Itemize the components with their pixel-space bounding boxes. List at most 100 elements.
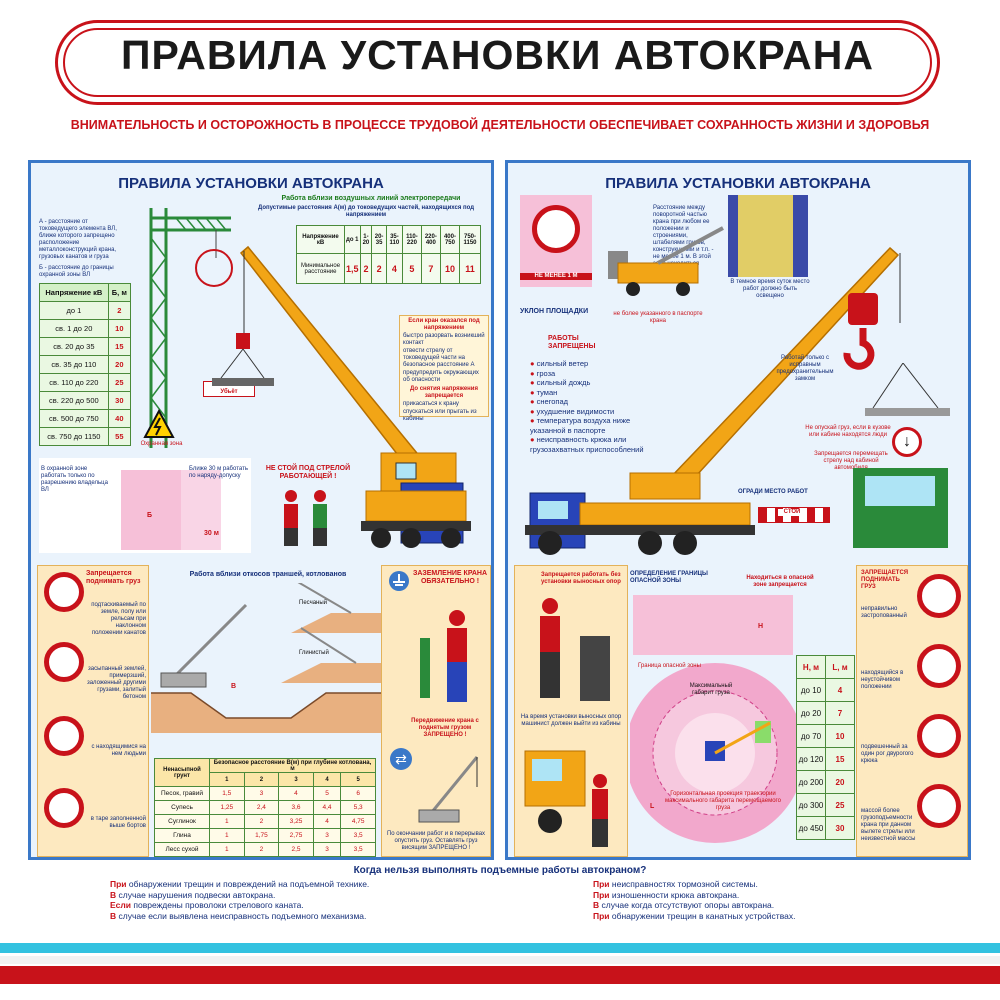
crane-hook-icon <box>843 293 878 370</box>
lift-forbid-title: Запрещается поднимать груз <box>86 570 141 585</box>
hl-header-h: H, м <box>796 655 826 679</box>
do-not-stand-warning: НЕ СТОЙ ПОД СТРЕЛОЙ РАБОТАЮЩЕЙ ! <box>265 465 351 480</box>
forbidden-works-title: РАБОТЫ ЗАПРЕЩЕНЫ <box>548 335 596 350</box>
table-cell: Супесь <box>154 800 210 815</box>
lift-forbid-column: Запрещается поднимать груз подтаскиваемы… <box>37 565 149 857</box>
projection-label: Горизонтальная проекция траектории макси… <box>665 791 781 811</box>
danger-zone-pink <box>633 595 793 655</box>
outriggers-column: Запрещается работать без установки вынос… <box>514 565 628 857</box>
right-panel-title: ПРАВИЛА УСТАНОВКИ АВТОКРАНА <box>605 175 871 192</box>
lift-forbid-item-1: подтаскиваемый по земле, полу или рельса… <box>91 602 146 636</box>
dimension-v: В <box>231 683 237 690</box>
zone-note-owner: В охранной зоне работать только по разре… <box>41 466 108 493</box>
right-lift-forbid-column: ЗАПРЕЩАЕТСЯ ПОДНИМАТЬ ГРУЗ неправильно з… <box>856 565 968 857</box>
crane-cab-workers-illustration <box>524 750 608 847</box>
soil-table-header-soil: Ненасыпной грунт <box>154 758 210 787</box>
table-cell: 2,5 <box>278 842 314 857</box>
table-cell: до 300 <box>796 793 826 817</box>
table-cell: до 10 <box>796 678 826 702</box>
list-item-lead: При <box>593 910 610 921</box>
list-item: При неисправностях тормозной системы. <box>593 879 973 890</box>
table-cell: св. 1 до 20 <box>39 319 109 338</box>
note-b: Б - расстояние до границы охранной зоны … <box>39 265 114 278</box>
list-item-lead: В <box>110 889 117 900</box>
move-with-load-forbidden: Передвижение крана с поднятым грузом ЗАП… <box>411 718 479 738</box>
table-cell: Суглинок <box>154 814 210 829</box>
voltage-warning-box: Если кран оказался под напряжением быстр… <box>399 315 489 422</box>
table-cell: 5,3 <box>340 800 376 815</box>
list-item: При обнаружении трещин и повреждений на … <box>110 879 490 890</box>
warning-item-3: предупредить окружающих об опасности <box>403 370 479 383</box>
table-cell: 4 <box>312 772 342 787</box>
table-cell: 4 <box>385 253 404 284</box>
table-cell: 2,4 <box>243 800 280 815</box>
table-cell: 7 <box>825 701 855 725</box>
small-crane-illustration <box>418 756 479 823</box>
lift-forbid-item-2: засыпанный землей, примерзший, заложенны… <box>86 666 146 700</box>
table-cell: св. 20 до 35 <box>39 337 109 356</box>
warning-item-1: быстро разорвать возникший контакт <box>403 333 485 346</box>
list-item: При изношенности крюка автокрана. <box>593 890 973 901</box>
table-cell: до 20 <box>796 701 826 725</box>
no-lower-over-people: Не опускай груз, если в кузове или кабин… <box>805 425 891 438</box>
list-item: ● сильный ветер <box>530 359 589 368</box>
table-cell: 55 <box>107 427 132 446</box>
list-item: Если повреждены проволоки стрелового кан… <box>110 900 490 911</box>
forbidden-works-list: ● сильный ветер ● гроза ● сильный дождь … <box>530 359 650 454</box>
soil-clay-label: Глинистый <box>299 650 329 656</box>
zone-boundary-label: Граница опасной зоны <box>638 663 701 669</box>
page-subtitle: ВНИМАТЕЛЬНОСТЬ И ОСТОРОЖНОСТЬ В ПРОЦЕССЕ… <box>70 118 930 132</box>
truck-crane-illustration <box>212 245 471 548</box>
warning-item-2: отвести стрелу от токоведущей части на б… <box>403 348 475 368</box>
table-cell: 2,75 <box>278 828 314 843</box>
list-item: В случае нарушения подвески автокрана. <box>110 890 490 901</box>
left-panel: ПРАВИЛА УСТАНОВКИ АВТОКРАНА А - расстоян… <box>28 160 494 860</box>
table-cell: до 70 <box>796 724 826 748</box>
table-cell: 4,75 <box>340 814 376 829</box>
right-lift-item-3: подвешенный за один рог двурогого крюка <box>861 744 914 764</box>
dimension-l: L <box>650 803 655 810</box>
danger-zone-circle-diagram <box>630 663 800 843</box>
table-cell: 3 <box>312 842 342 857</box>
table-cell: 10 <box>825 724 855 748</box>
right-lift-forbid-title: ЗАПРЕЩАЕТСЯ ПОДНИМАТЬ ГРУЗ <box>861 570 909 590</box>
zone-right-pink <box>181 470 221 550</box>
table-cell: 1 <box>209 842 245 857</box>
table-cell: св. 110 до 220 <box>39 373 109 392</box>
slope-platform-label: УКЛОН ПЛОЩАДКИ <box>520 308 589 315</box>
list-item: ● неисправность крюка или грузозахватных… <box>530 435 644 454</box>
power-lines-title: Работа вблизи воздушных линий электропер… <box>281 195 461 202</box>
table-cell: 6 <box>340 786 376 801</box>
dimension-b: Б <box>147 512 153 519</box>
grounding-title: ЗАЗЕМЛЕНИЕ КРАНА ОБЯЗАТЕЛЬНО ! <box>412 570 488 585</box>
list-item-text: случае если выявлена неисправность подъе… <box>116 910 367 921</box>
list-item-lead: Если <box>110 900 132 910</box>
list-item-lead: При <box>110 879 127 889</box>
list-item: ● температура воздуха ниже указанной в п… <box>530 416 631 435</box>
protection-zone-diagram: В охранной зоне работать только по разре… <box>39 458 251 553</box>
table-cell: 30 <box>107 391 132 410</box>
forbid-buried-icon <box>44 642 84 682</box>
right-lift-item-1: неправильно застропованный <box>861 606 907 619</box>
list-item: В случае если выявлена неисправность под… <box>110 911 490 922</box>
outrigger-worker-illustration <box>540 598 610 701</box>
table-cell: 35-110 <box>385 225 404 254</box>
grounding-worker-illustration <box>420 610 467 702</box>
power-lines-subtitle: Допустимые расстояния А(м) до токоведущи… <box>257 205 475 218</box>
table2-label-distance: Минимальное расстояние <box>296 253 345 284</box>
soil-sand-label: Песчаный <box>299 600 328 606</box>
list-item-text: обнаружении трещин в канатных устройства… <box>609 910 796 921</box>
table-cell: 2 <box>371 253 387 284</box>
list-item: ● ухудшение видимости <box>530 406 615 416</box>
list-item-text: ухудшение видимости <box>536 406 615 416</box>
end-work-note: По окончании работ и в перерывах опустит… <box>386 831 486 851</box>
list-item-text: случае когда отсутствуют опоры автокрана… <box>599 900 775 910</box>
right-panel: ПРАВИЛА УСТАНОВКИ АВТОКРАНА НЕ МЕНЕЕ 1 М… <box>505 160 971 860</box>
forbid-unstable-icon <box>917 644 961 688</box>
decor-stripe-cyan <box>0 943 1000 953</box>
